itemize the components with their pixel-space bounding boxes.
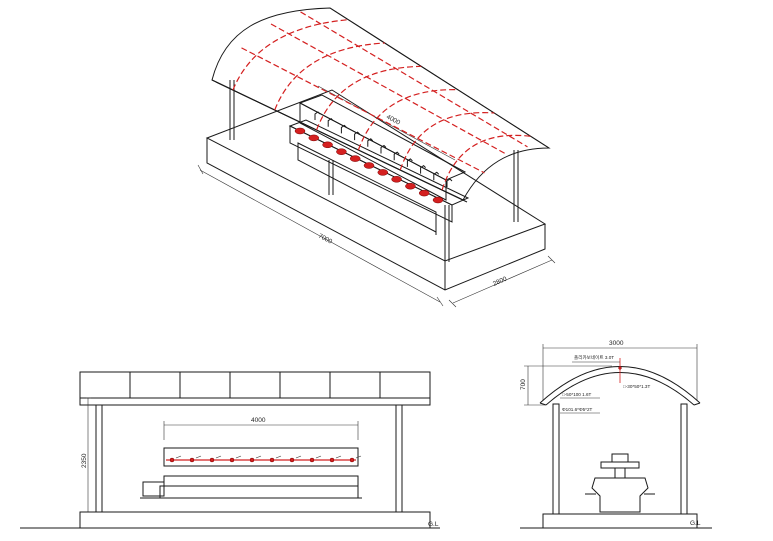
elev-tap-spout: [355, 455, 362, 459]
iso-faucet: [354, 131, 360, 141]
side-section: 3000 700 폴리카보네이트 3.0T □-30*50*1.3T □-50*…: [520, 340, 712, 529]
elev-roof-fascia: [79, 371, 431, 406]
elev-tap: [309, 457, 315, 463]
iso-columns: [229, 80, 519, 262]
elev-dim-tap-span-text: 4000: [251, 417, 266, 424]
iso-faucet: [433, 171, 440, 181]
elev-tap-spout: [235, 455, 242, 459]
iso-basin: [432, 196, 444, 204]
elev-tap: [329, 457, 335, 463]
elev-tap: [229, 457, 235, 463]
iso-dim-depth-text: 2800: [492, 275, 508, 287]
sec-beam-note: □-50*100 1.6T: [562, 392, 592, 397]
iso-faucet: [446, 178, 453, 187]
sec-dim-rise: 700: [520, 365, 612, 406]
sec-annotations: 폴리카보네이트 3.0T □-30*50*1.3T □-50*100 1.6T …: [560, 354, 650, 414]
iso-faucet: [380, 144, 387, 154]
sec-columns: [552, 403, 688, 515]
iso-roof: [211, 7, 551, 203]
elev-tap: [209, 457, 215, 463]
elev-tap-spout: [175, 455, 182, 459]
iso-basin: [294, 127, 306, 135]
iso-faucet: [340, 124, 347, 134]
elev-tap: [349, 457, 355, 463]
elev-tap-spout: [315, 455, 322, 459]
iso-roof-purlin: [241, 47, 485, 174]
iso-faucet: [327, 118, 334, 127]
sec-dim-width: 3000: [542, 340, 698, 400]
sec-roof-note: 폴리카보네이트 3.0T: [574, 354, 614, 361]
iso-roof-purlin: [300, 11, 528, 148]
elev-tap: [189, 457, 195, 463]
elev-tap-station: 4000: [140, 417, 362, 499]
sec-purlin-note: □-30*50*1.3T: [623, 384, 650, 389]
elev-tap-spout: [255, 455, 262, 459]
sec-dim-width-text: 3000: [609, 340, 624, 347]
iso-faucets: [314, 111, 453, 187]
sec-dim-rise-text: 700: [520, 379, 527, 390]
iso-basin: [377, 169, 389, 176]
elev-roof-dividers: [129, 372, 381, 398]
iso-basin: [322, 141, 333, 149]
elev-tap-spout: [275, 455, 282, 459]
iso-roof-rib: [316, 65, 422, 131]
sec-ground-label: G.L: [690, 520, 701, 527]
sec-base: G.L: [520, 513, 712, 529]
iso-faucet: [420, 164, 426, 174]
iso-roof-rib: [274, 42, 385, 111]
elev-columns: 2350: [81, 397, 403, 513]
elev-tap-spout: [295, 455, 302, 459]
iso-roof-rib: [357, 89, 458, 151]
iso-basin: [418, 189, 430, 197]
iso-faucet: [406, 158, 413, 167]
elev-ground-label: G.L: [428, 521, 439, 528]
iso-roof-rib: [441, 134, 531, 191]
sec-column-note: Φ101.6*Φ5*2T: [562, 407, 593, 412]
iso-basin: [405, 182, 416, 190]
elev-base: G.L: [20, 511, 440, 529]
iso-roof-ribs: [232, 11, 531, 191]
iso-roof-purlin: [270, 23, 507, 155]
elev-tap: [269, 457, 275, 463]
iso-tap-station: 4000: [288, 85, 470, 235]
iso-dim-length-text: 7000: [317, 233, 333, 246]
iso-roof-rib: [232, 19, 349, 91]
iso-basin: [363, 162, 375, 169]
iso-base-slab: [205, 89, 547, 291]
iso-faucet: [314, 111, 321, 120]
iso-basin: [391, 176, 402, 183]
elev-tap: [249, 457, 255, 463]
isometric-view: 7000 2800: [197, 7, 556, 308]
elev-tap-spout: [335, 455, 342, 459]
sec-tap-station: [585, 453, 655, 513]
front-elevation: 2350 G.L 4000: [20, 371, 440, 529]
iso-basins: [294, 127, 444, 204]
elev-taps: [169, 455, 362, 463]
iso-faucet: [393, 151, 400, 161]
elev-tap: [169, 457, 175, 463]
iso-basin: [349, 155, 361, 162]
iso-basin: [308, 134, 320, 142]
iso-faucet: [367, 138, 374, 147]
elev-tap-spout: [215, 455, 222, 459]
iso-roof-rib: [399, 112, 495, 171]
elev-tap-spout: [195, 455, 202, 459]
iso-basin: [336, 148, 347, 155]
elev-tap: [289, 457, 295, 463]
elev-dim-height-text: 2350: [81, 453, 88, 468]
